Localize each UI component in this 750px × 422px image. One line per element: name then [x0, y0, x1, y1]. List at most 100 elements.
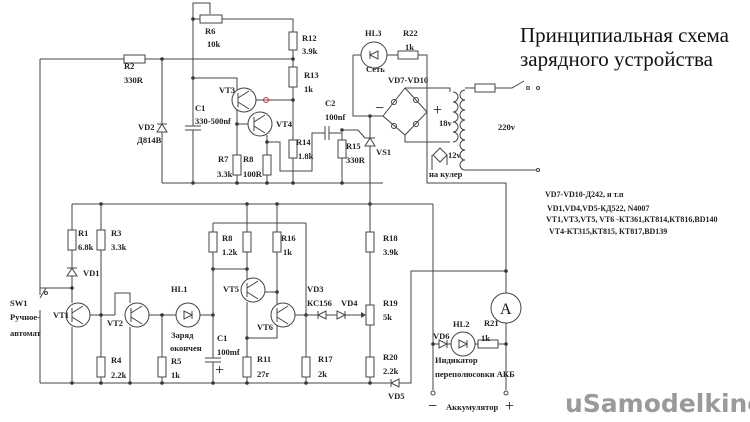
junction-dot — [99, 381, 103, 385]
diode-bridge — [382, 87, 428, 136]
label-labels-R12: R12 — [302, 33, 317, 43]
junction-dot — [128, 381, 132, 385]
label-labels-R15v: 330R — [346, 155, 366, 165]
label-labels-R18: R18 — [383, 233, 398, 243]
transformer-primary — [459, 99, 466, 111]
diode — [438, 339, 449, 349]
component-circle — [450, 331, 476, 357]
component-circle — [430, 390, 436, 396]
label-labels-R8topv: 100R — [243, 169, 263, 179]
label-labels-R6: R6 — [205, 26, 215, 36]
diode — [66, 267, 78, 277]
label-labels-VT3: VT3 — [219, 85, 235, 95]
label-labels-C2: C2 — [325, 98, 335, 108]
label-labels-R1v: 6.8k — [78, 242, 94, 252]
transformer-primary — [459, 159, 466, 171]
transformer-primary — [459, 119, 466, 131]
label-labels-ind1: Индикатор — [435, 355, 478, 365]
cooler-bridge — [432, 147, 448, 163]
label-labels-VT5: VT5 — [223, 284, 239, 294]
wire — [237, 101, 250, 110]
label-labels-VS1: VS1 — [376, 147, 391, 157]
label-labels-C1v: 100mf — [217, 347, 240, 357]
resistor — [208, 231, 218, 253]
wire — [405, 87, 451, 92]
junction-dot — [431, 342, 435, 346]
wire — [253, 125, 266, 134]
label-labels-VT1: VT1 — [53, 310, 69, 320]
label-watermark: uSamodelkino.ru — [565, 389, 750, 418]
wire — [276, 316, 289, 325]
label-labels-R1: R1 — [78, 228, 88, 238]
resistor — [301, 356, 311, 378]
label-labels-R21v: 1k — [481, 333, 490, 343]
label-labels-R14: R14 — [296, 137, 311, 147]
diode — [316, 310, 327, 320]
label-labels-R8v: 1.2k — [222, 247, 238, 257]
wire — [267, 132, 325, 172]
junction-dot — [504, 342, 508, 346]
label-labels-R22v: 1k — [405, 42, 414, 52]
label-labels-plus: + — [433, 102, 442, 119]
wire — [222, 18, 294, 32]
component-circle — [536, 86, 540, 90]
wire — [192, 2, 211, 19]
label-labels-R11v: 27r — [257, 369, 270, 379]
diode — [458, 339, 469, 349]
wire — [352, 55, 383, 117]
junction-dot — [504, 269, 508, 273]
wiper-arrow — [361, 312, 366, 318]
label-labels-C1topv: 330-500nf — [195, 116, 231, 126]
label-labels-R3v: 3.3k — [111, 242, 127, 252]
resistor — [67, 229, 77, 251]
component-circle — [240, 277, 266, 303]
resistor — [96, 229, 106, 251]
diode — [364, 137, 376, 147]
transformer-primary — [459, 129, 466, 141]
component-circle — [536, 168, 540, 172]
label-labels-VD5: VD5 — [388, 391, 405, 401]
label-labels-v220: 220v — [498, 122, 516, 132]
resistor — [288, 66, 298, 88]
label-labels-R17v: 2k — [318, 369, 327, 379]
label-labels-v12: 12v — [448, 150, 462, 160]
resistor — [242, 231, 252, 253]
label-labels-R22: R22 — [403, 28, 418, 38]
label-labels-R4: R4 — [111, 355, 122, 365]
diode — [368, 50, 379, 60]
wire — [342, 129, 366, 139]
wire — [329, 132, 343, 140]
label-labels-R7v: 3.3k — [217, 169, 233, 179]
junction-dot — [235, 181, 239, 185]
label-labels-HL3: HL3 — [365, 28, 382, 38]
label-labels-HL3v: Сеть — [366, 64, 385, 74]
label-labels-HL1b: окончен — [170, 343, 202, 353]
wire — [253, 114, 266, 123]
label-labels-ind2: переполюсовки АКБ — [435, 369, 515, 379]
label-labels-R12v: 3.9k — [302, 46, 318, 56]
label-labels-R13v: 1k — [304, 84, 313, 94]
resistor — [232, 154, 242, 176]
resistor — [365, 231, 375, 253]
junction-dot — [265, 181, 269, 185]
resistor — [96, 356, 106, 378]
label-labels-VD2: VD2 — [138, 122, 155, 132]
label-labels-minus: − — [375, 100, 384, 117]
junction-dot — [291, 57, 295, 61]
transformer-primary — [459, 139, 466, 151]
label-labels-R15: R15 — [346, 141, 361, 151]
label-labels-C1plus: + — [215, 362, 224, 379]
label-labels-SW1: SW1 — [10, 298, 27, 308]
resistor — [365, 304, 375, 326]
transformer-primary — [459, 149, 466, 161]
label-labels-C2v: 100nf — [325, 112, 345, 122]
label-notes-2: VT1,VT3,VT5, VT6 -КТ361,КТ814,КТ816,BD14… — [546, 215, 718, 224]
label-labels-VT6: VT6 — [257, 322, 273, 332]
label-labels-R5v: 1k — [171, 370, 180, 380]
label-labels-R14v: 1.8k — [298, 151, 314, 161]
bridge-diode — [391, 123, 397, 129]
label-notes-1: VD1,VD4,VD5-КД522, N4007 — [547, 204, 649, 213]
label-labels-VD2v: Д814В — [137, 135, 162, 145]
component-circle — [175, 302, 201, 328]
